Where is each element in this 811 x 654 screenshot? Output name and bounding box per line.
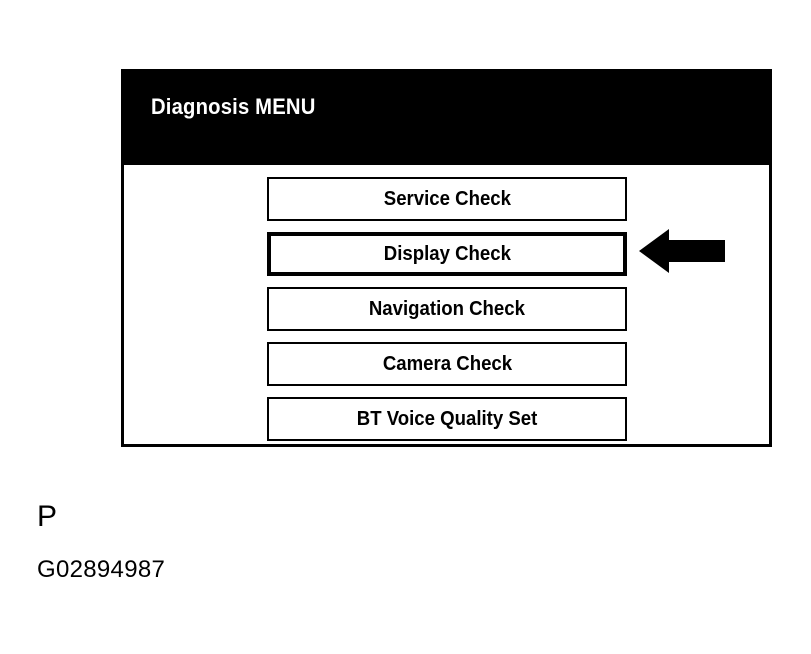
- menu-item-label: Camera Check: [382, 353, 512, 375]
- panel-titlebar: Diagnosis MENU: [124, 72, 769, 165]
- menu-item-label: Display Check: [383, 243, 511, 265]
- page-title: Diagnosis MENU: [151, 94, 316, 119]
- menu-item-service-check[interactable]: Service Check: [267, 177, 627, 221]
- menu-item-camera-check[interactable]: Camera Check: [267, 342, 627, 386]
- menu-item-label: Navigation Check: [368, 298, 526, 320]
- menu-item-label: Service Check: [383, 188, 511, 210]
- menu-item-label: BT Voice Quality Set: [356, 408, 538, 430]
- menu-item-display-check[interactable]: Display Check: [267, 232, 627, 276]
- diagnosis-menu-panel: Diagnosis MENU Service Check Display Che…: [121, 69, 772, 447]
- menu-item-bt-voice-quality-set[interactable]: BT Voice Quality Set: [267, 397, 627, 441]
- menu-item-navigation-check[interactable]: Navigation Check: [267, 287, 627, 331]
- arrow-left-icon: [639, 228, 725, 274]
- menu-list: Service Check Display Check Navigation C…: [124, 165, 769, 444]
- caption-letter: P: [37, 500, 58, 533]
- figure-reference-code: G02894987: [37, 556, 166, 583]
- figure-caption: P G02894987: [37, 500, 337, 584]
